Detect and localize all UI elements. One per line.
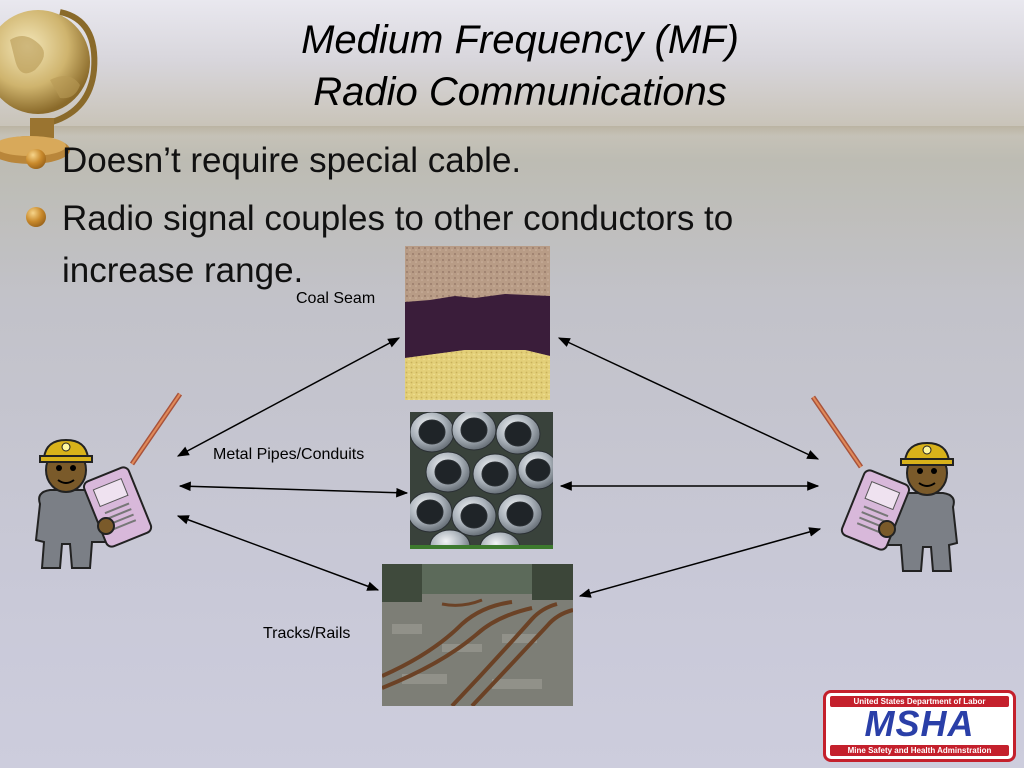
arrow-left-rails xyxy=(176,515,380,591)
bullet-2: Radio signal couples to other conductors… xyxy=(62,199,734,290)
logo-bottom-text: Mine Safety and Health Adminstration xyxy=(847,746,992,755)
bullet-1: Doesn’t require special cable. xyxy=(62,141,522,180)
arrow-left-pipes xyxy=(178,481,409,498)
orb-bullet-icon xyxy=(26,149,46,169)
title-line-1: Medium Frequency (MF) xyxy=(301,18,739,62)
miner-with-radio-icon xyxy=(22,392,187,572)
miner-with-radio-icon xyxy=(806,395,971,575)
logo-top-text: United States Department of Labor xyxy=(853,697,986,706)
arrow-right-coal xyxy=(557,337,820,460)
metal-pipes-label: Metal Pipes/Conduits xyxy=(213,446,365,463)
tracks-rails-label: Tracks/Rails xyxy=(263,625,351,642)
tracks-rails-image xyxy=(382,564,573,706)
msha-logo: United States Department of Labor MSHA M… xyxy=(823,690,1016,762)
metal-pipes-image xyxy=(410,412,553,549)
arrow-left-coal xyxy=(176,337,401,457)
title-line-2: Radio Communications xyxy=(313,70,727,114)
coal-seam-image xyxy=(405,246,550,400)
title-divider xyxy=(0,126,1024,136)
arrow-right-rails xyxy=(578,527,822,598)
logo-main-text: MSHA xyxy=(864,703,975,744)
orb-bullet-icon xyxy=(26,207,46,227)
globe-icon xyxy=(0,0,110,170)
coal-seam-label: Coal Seam xyxy=(296,290,376,307)
